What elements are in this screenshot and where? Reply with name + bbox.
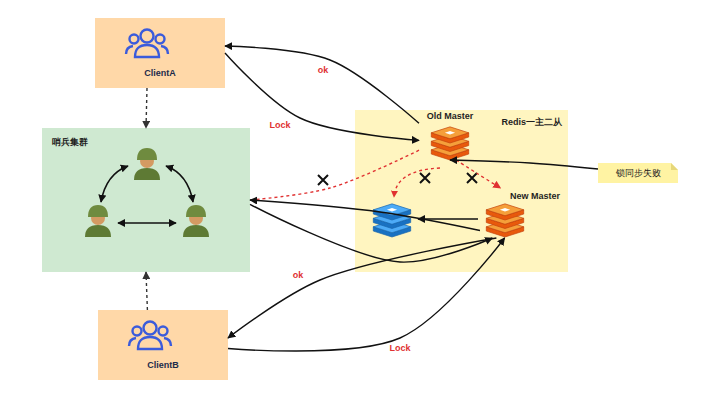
people-icon: [144, 322, 157, 335]
sentinel-icon: [189, 211, 203, 225]
edge-label: ok: [318, 65, 329, 75]
sentinel-link: [118, 222, 176, 224]
sentinel-cluster: 哨兵集群: [42, 128, 250, 272]
redis-icon: [431, 141, 468, 151]
redis-replica-icon: [373, 218, 410, 228]
edge-label: ok: [293, 270, 304, 280]
cross-mark: [318, 175, 328, 185]
redis-replica-icon: [373, 221, 410, 233]
sync-wire: [418, 218, 478, 219]
redis-icon: [431, 150, 468, 160]
redis-icon: [431, 135, 468, 147]
connector: [450, 160, 598, 169]
people-icon: [141, 30, 154, 43]
sentinel-icon: [91, 211, 105, 225]
note-box: 锁同步失败: [598, 163, 678, 183]
redis-icon: [431, 144, 468, 156]
node-label: New Master: [480, 188, 562, 202]
connector: [456, 160, 500, 188]
people-icon: [129, 322, 171, 350]
redis-icon: [486, 204, 523, 216]
people-icon: [126, 46, 133, 54]
redis-node: New Master: [480, 188, 562, 238]
node-label: ClientA: [95, 18, 225, 79]
connector: [250, 200, 480, 231]
connector: [225, 46, 419, 123]
node-label: ClientB: [98, 310, 228, 371]
note-shape: [598, 163, 678, 183]
people-icon: [138, 337, 162, 349]
note-fold: [671, 163, 678, 170]
node-label: 哨兵集群: [42, 128, 250, 148]
sentinel-icon: [137, 148, 157, 160]
sentinel-link: [101, 166, 128, 202]
sentinel-icon: [134, 168, 160, 180]
connector: [250, 204, 492, 262]
redis-icon: [486, 204, 523, 237]
people-icon: [130, 35, 139, 44]
sentinel-icon: [140, 154, 154, 168]
connector: [225, 53, 419, 140]
cross-mark: [467, 173, 477, 183]
redis-replica-icon: [373, 212, 410, 224]
client-box: ClientB: [98, 310, 228, 380]
redis-replica-icon: [373, 210, 410, 220]
redis-icon: [500, 208, 510, 211]
redis-replica-icon: [387, 208, 397, 211]
sentinel-icon: [134, 148, 160, 180]
edge-label: Lock: [269, 120, 290, 130]
redis-replica-icon: [373, 204, 410, 216]
redis-replica-icon: [373, 204, 410, 237]
connector: [146, 272, 147, 310]
people-icon: [159, 327, 168, 336]
people-icon: [161, 46, 168, 54]
redis-icon: [431, 127, 468, 160]
connector: [228, 238, 496, 338]
people-icon: [156, 35, 165, 44]
sentinel-link: [166, 166, 193, 202]
cross-mark: [420, 173, 430, 183]
people-icon: [164, 338, 171, 346]
redis-icon: [486, 221, 523, 233]
sentinel-icon: [183, 205, 209, 237]
sentinel-icon: [183, 225, 209, 237]
sentinel-icon: [88, 205, 108, 217]
sentinel-icon: [186, 205, 206, 217]
redis-icon: [486, 218, 523, 228]
people-icon: [129, 338, 136, 346]
node-label: 锁同步失败: [598, 163, 678, 183]
connector: [228, 238, 505, 351]
redis-node: Old Master: [419, 111, 481, 160]
edge-label: Lock: [389, 343, 410, 353]
redis-icon: [431, 127, 468, 139]
redis-replica-icon: [373, 227, 410, 237]
people-icon: [126, 30, 168, 58]
redis-icon: [431, 133, 468, 143]
people-icon: [133, 327, 142, 336]
connector: [146, 88, 147, 128]
sync-wire: [394, 168, 440, 197]
redis-icon: [445, 131, 455, 134]
redis-icon: [486, 227, 523, 237]
connector: [250, 150, 419, 200]
sentinel-icon: [85, 205, 111, 237]
redis-group: Redis一主二从Old MasterNew Master: [355, 110, 568, 272]
sentinel-icon: [85, 225, 111, 237]
node-label: Old Master: [419, 111, 481, 122]
redis-icon: [486, 210, 523, 220]
people-icon: [135, 45, 159, 57]
redis-icon: [486, 212, 523, 224]
client-box: ClientA: [95, 18, 225, 88]
